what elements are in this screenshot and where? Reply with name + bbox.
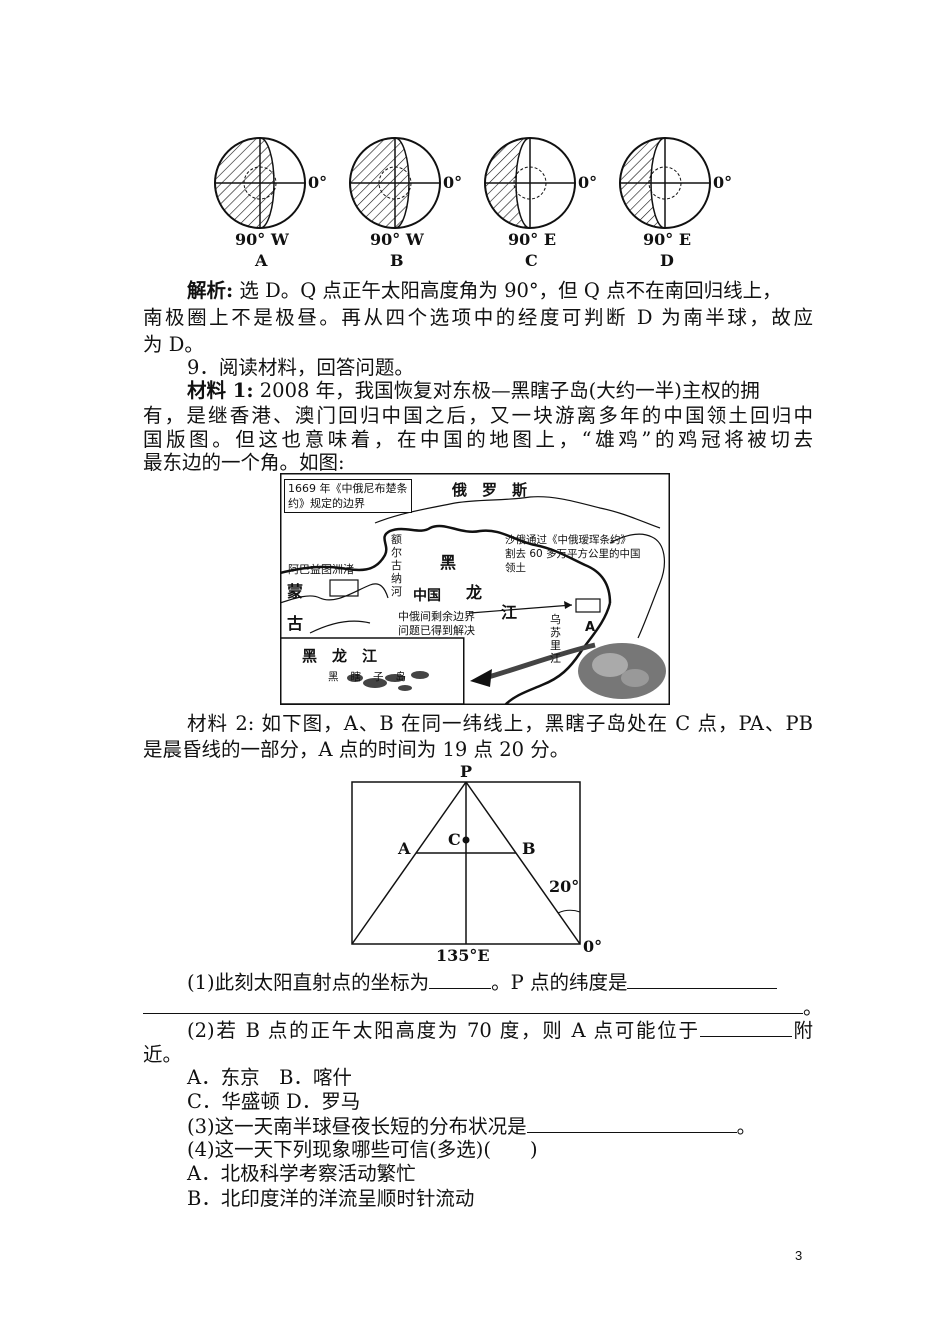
map-mongolia-2-label: 古 bbox=[287, 614, 304, 633]
globe-d-equator-label: 0° bbox=[713, 173, 733, 192]
material-1-line-1: 材料 1: 2008 年，我国恢复对东极—黑瞎子岛(大约一半)主权的拥 bbox=[187, 377, 813, 404]
material-1-label: 材料 1: bbox=[187, 379, 254, 402]
globe-c-equator-label: 0° bbox=[578, 173, 598, 192]
triangle-meridian-label: 135°E bbox=[436, 946, 490, 965]
globe-a-meridian-label: 90° W bbox=[235, 230, 289, 249]
q1-blank-1[interactable] bbox=[429, 968, 492, 989]
triangle-point-b: B bbox=[522, 839, 536, 858]
analysis-line-1: 解析: 选 D。Q 点正午太阳高度角为 90°，但 Q 点不在南回归线上， bbox=[187, 277, 813, 304]
q2-options-1: A．东京 B．喀什 bbox=[187, 1066, 352, 1089]
map-aigun-line-2: 割去 60 多万平方公里的中国 bbox=[505, 548, 641, 560]
globe-d bbox=[619, 137, 711, 229]
map-mongolia-1-label: 蒙 bbox=[287, 582, 304, 601]
q3-end: 。 bbox=[736, 1115, 757, 1138]
map-china-label: 中国 bbox=[413, 588, 441, 604]
material-1-line-3: 国版图。但这也意味着，在中国的地图上，“雄鸡”的鸡冠将被切去 bbox=[143, 428, 813, 451]
q1-line-2: 。 bbox=[143, 993, 823, 1021]
globe-b-letter: B bbox=[390, 251, 404, 270]
map-treaty-1669-box: 1669 年《中俄尼布楚条 约》规定的边界 bbox=[284, 479, 412, 513]
globe-diagrams bbox=[214, 137, 711, 229]
map-remaining-line-2: 问题已得到解决 bbox=[398, 624, 475, 637]
globe-d-letter: D bbox=[660, 251, 674, 270]
analysis-line-3: 为 D。 bbox=[143, 333, 204, 356]
map-remaining-border-note: 中俄间剩余边界 问题已得到解决 bbox=[398, 610, 475, 638]
terminator-diagram: P A B C 20° 135°E 0° bbox=[340, 760, 610, 970]
q1-text-2: 。P 点的纬度是 bbox=[491, 971, 628, 994]
triangle-point-p: P bbox=[460, 762, 473, 781]
q1-text-1: (1)此刻太阳直射点的坐标为 bbox=[187, 971, 430, 994]
q3-line: (3)这一天南半球昼夜长短的分布状况是 。 bbox=[187, 1112, 813, 1140]
map-aigun-line-3: 领土 bbox=[505, 562, 526, 574]
q1-line-1: (1)此刻太阳直射点的坐标为 。P 点的纬度是 bbox=[187, 968, 813, 996]
globe-b-equator-label: 0° bbox=[443, 173, 463, 192]
q2-line-1: (2)若 B 点的正午太阳高度为 70 度，则 A 点可能位于 附 bbox=[187, 1016, 813, 1044]
material-1-text-1: 2008 年，我国恢复对东极—黑瞎子岛(大约一半)主权的拥 bbox=[253, 379, 760, 402]
map-treaty-1669-line-1: 1669 年《中俄尼布楚条 bbox=[288, 482, 408, 495]
page-number: 3 bbox=[795, 1248, 803, 1263]
heilongjiang-map: 俄 罗 斯 1669 年《中俄尼布楚条 约》规定的边界 沙俄通过《中俄瑷珲条约》… bbox=[280, 473, 670, 705]
q1-end: 。 bbox=[803, 996, 823, 1019]
triangle-point-c: C bbox=[448, 830, 461, 849]
map-aigun-treaty-note: 沙俄通过《中俄瑷珲条约》 割去 60 多万平方公里的中国 领土 bbox=[505, 533, 641, 575]
terminator-drawing bbox=[351, 781, 581, 945]
map-inset-island-label: 黑瞎子岛 bbox=[328, 671, 418, 683]
map-treaty-1669-line-2: 约》规定的边界 bbox=[288, 497, 365, 510]
map-jiang-label: 江 bbox=[501, 603, 518, 622]
globe-d-meridian-label: 90° E bbox=[643, 230, 692, 249]
globe-a-letter: A bbox=[255, 251, 268, 270]
map-argun-river-label: 额尔古纳河 bbox=[391, 533, 402, 598]
q2-text-2: 附 bbox=[791, 1019, 813, 1042]
triangle-angle-label: 20° bbox=[549, 877, 580, 896]
globe-b-meridian-label: 90° W bbox=[370, 230, 424, 249]
triangle-point-a: A bbox=[398, 839, 411, 858]
q4-option-b: B．北印度洋的洋流呈顺时针流动 bbox=[187, 1187, 475, 1210]
globe-c-letter: C bbox=[525, 251, 538, 270]
globe-a bbox=[214, 137, 306, 229]
globe-c-meridian-label: 90° E bbox=[508, 230, 557, 249]
q1-blank-2-continued[interactable] bbox=[143, 993, 803, 1014]
material-1-line-2: 有，是继香港、澳门回归中国之后，又一块游离多年的中国领土回归中 bbox=[143, 404, 813, 427]
map-inset-title: 黑 龙 江 bbox=[302, 647, 378, 665]
globe-a-equator-label: 0° bbox=[308, 173, 328, 192]
map-russia-label: 俄 罗 斯 bbox=[452, 481, 528, 499]
map-remaining-line-1: 中俄间剩余边界 bbox=[398, 610, 475, 623]
q3-blank[interactable] bbox=[526, 1112, 737, 1133]
question-9-title: 9．阅读材料，回答问题。 bbox=[187, 356, 414, 379]
globe-c bbox=[484, 137, 576, 229]
map-hei-label: 黑 bbox=[440, 553, 457, 572]
material-1-line-4: 最东边的一个角。如图: bbox=[143, 451, 345, 474]
globe-figure-row: 0° 0° 0° 0° 90° W 90° W 90° E 90° E A B … bbox=[205, 130, 765, 275]
q2-line-2: 近。 bbox=[143, 1043, 183, 1066]
q2-text-1: (2)若 B 点的正午太阳高度为 70 度，则 A 点可能位于 bbox=[187, 1019, 700, 1042]
analysis-line-2: 南极圈上不是极昼。再从四个选项中的经度可判断 D 为南半球，故应 bbox=[143, 306, 813, 329]
q2-options-2: C．华盛顿 D．罗马 bbox=[187, 1090, 361, 1113]
q1-blank-2[interactable] bbox=[627, 968, 778, 989]
analysis-text-1: 选 D。Q 点正午太阳高度角为 90°，但 Q 点不在南回归线上， bbox=[233, 279, 782, 302]
map-point-a-label: A bbox=[585, 620, 596, 635]
map-wusuli-river-label: 乌苏里江 bbox=[550, 613, 561, 665]
analysis-label: 解析: bbox=[187, 279, 234, 302]
q4-option-a: A．北极科学考察活动繁忙 bbox=[187, 1162, 416, 1185]
map-aigun-line-1: 沙俄通过《中俄瑷珲条约》 bbox=[505, 534, 631, 546]
triangle-equator-label: 0° bbox=[583, 937, 603, 956]
q2-blank[interactable] bbox=[699, 1016, 792, 1037]
material-2-line-1: 材料 2: 如下图，A、B 在同一纬线上，黑瞎子岛处在 C 点，PA、PB bbox=[187, 712, 813, 735]
map-long-label: 龙 bbox=[466, 583, 483, 602]
material-2-line-2: 是晨昏线的一部分，A 点的时间为 19 点 20 分。 bbox=[143, 738, 570, 761]
q3-text: (3)这一天南半球昼夜长短的分布状况是 bbox=[187, 1115, 527, 1138]
map-abagaitu-label: 阿巴益图洲渚 bbox=[288, 563, 354, 576]
globe-b bbox=[349, 137, 441, 229]
map-drawing bbox=[280, 473, 670, 705]
q4-line: (4)这一天下列现象哪些可信(多选)( ) bbox=[187, 1138, 538, 1161]
